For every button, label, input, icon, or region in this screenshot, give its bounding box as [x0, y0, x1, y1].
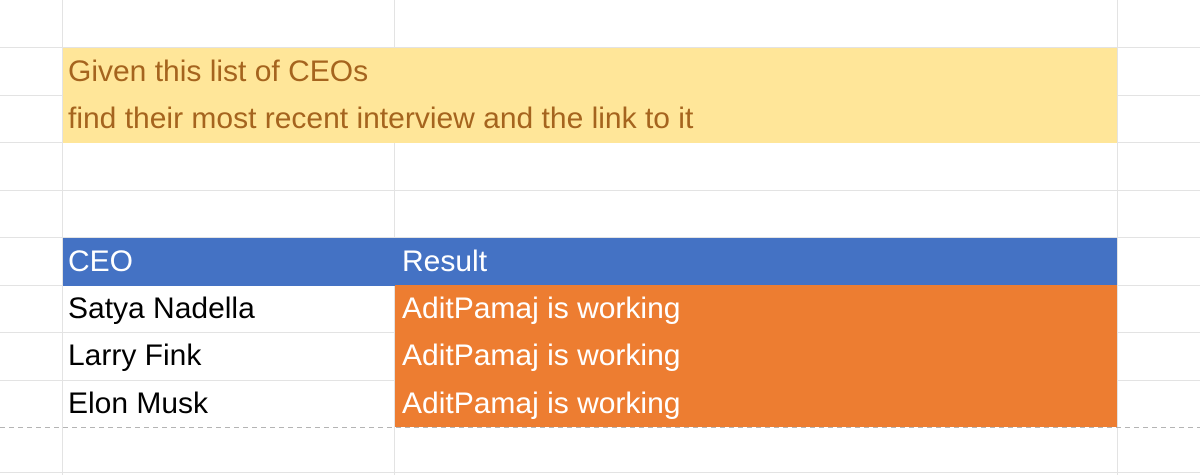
result-column-block: AditPamaj is working AditPamaj is workin… [395, 285, 1117, 427]
cell-ceo-name[interactable]: Larry Fink [68, 339, 202, 372]
instruction-line-2: find their most recent interview and the… [68, 102, 694, 135]
header-cell-result[interactable]: Result [402, 245, 488, 278]
header-cell-ceo[interactable]: CEO [68, 245, 134, 278]
cell-ceo-name[interactable]: Elon Musk [68, 387, 209, 420]
instruction-line-1: Given this list of CEOs [68, 55, 369, 88]
cell-result-status[interactable]: AditPamaj is working [402, 386, 681, 420]
cell-result-status[interactable]: AditPamaj is working [402, 292, 681, 325]
gridline-horizontal [0, 47, 1200, 48]
instruction-note-cell[interactable]: Given this list of CEOs find their most … [63, 48, 1117, 143]
table-header-row: CEO Result [63, 238, 1117, 286]
page-break-dashed-line [0, 427, 1200, 428]
cell-ceo-name[interactable]: Satya Nadella [68, 292, 255, 325]
gridline-horizontal [0, 472, 1200, 473]
gridline-horizontal [0, 190, 1200, 191]
gridline-horizontal [0, 237, 1200, 238]
cell-result-status[interactable]: AditPamaj is working [402, 339, 681, 373]
